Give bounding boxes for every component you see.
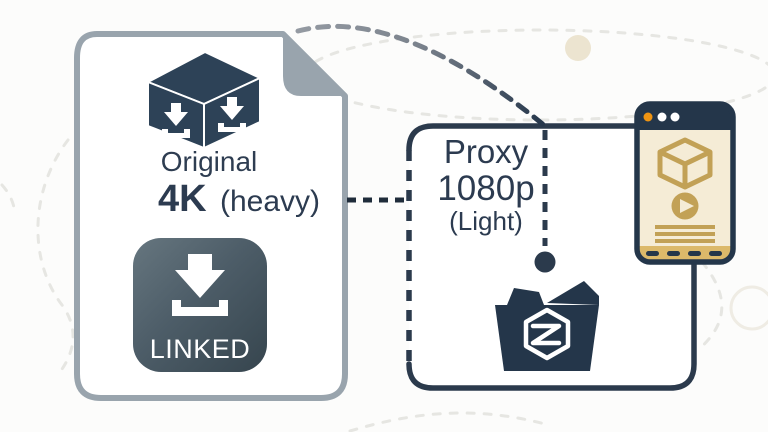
device-outline	[634, 101, 736, 265]
decor-curve-right	[696, 260, 724, 352]
linked-badge-label: LINKED	[149, 334, 251, 364]
sync-folder-icon	[495, 281, 599, 371]
proxy-title: Proxy	[443, 133, 529, 170]
original-weight-note: (heavy)	[219, 185, 321, 218]
linked-badge: LINKED	[133, 238, 267, 372]
proxy-resolution: 1080p	[437, 168, 535, 208]
decor-curve-bottom	[348, 411, 547, 432]
proxy-drop-dot	[534, 251, 556, 273]
device-preview	[634, 101, 736, 265]
decor-curve-left	[36, 138, 75, 374]
cube-outline-icon	[657, 137, 713, 190]
original-title: Original	[160, 146, 258, 177]
original-resolution-line: 4K (heavy)	[99, 178, 379, 221]
decor-curve-corner	[0, 183, 17, 216]
window-dot-icon	[670, 112, 680, 122]
decor-ellipse-top	[303, 28, 768, 122]
window-dot-icon	[657, 112, 667, 122]
device-dock-bar	[637, 246, 733, 262]
folded-corner-icon	[283, 34, 345, 96]
download-arrow-icon	[218, 97, 246, 132]
download-arrow-icon	[162, 103, 190, 138]
package-cube-download-icon	[147, 51, 261, 149]
hexagon-icon	[523, 307, 571, 361]
original-resolution: 4K	[157, 178, 207, 220]
window-dot-orange-icon	[643, 112, 653, 122]
download-arrow-icon	[172, 254, 228, 316]
proxy-label-block: Proxy 1080p (Light)	[408, 134, 564, 237]
fold-to-proxy-dashed-curve	[295, 23, 548, 129]
text-lines-icon	[655, 225, 715, 243]
decor-beige-dot	[565, 35, 591, 61]
device-top-bar	[637, 104, 733, 130]
sync-arrows-icon	[530, 323, 562, 346]
play-icon	[671, 192, 699, 220]
proxy-weight-note: (Light)	[449, 206, 523, 237]
decor-beige-ring	[729, 285, 768, 331]
dock-dashes-icon	[646, 251, 722, 256]
